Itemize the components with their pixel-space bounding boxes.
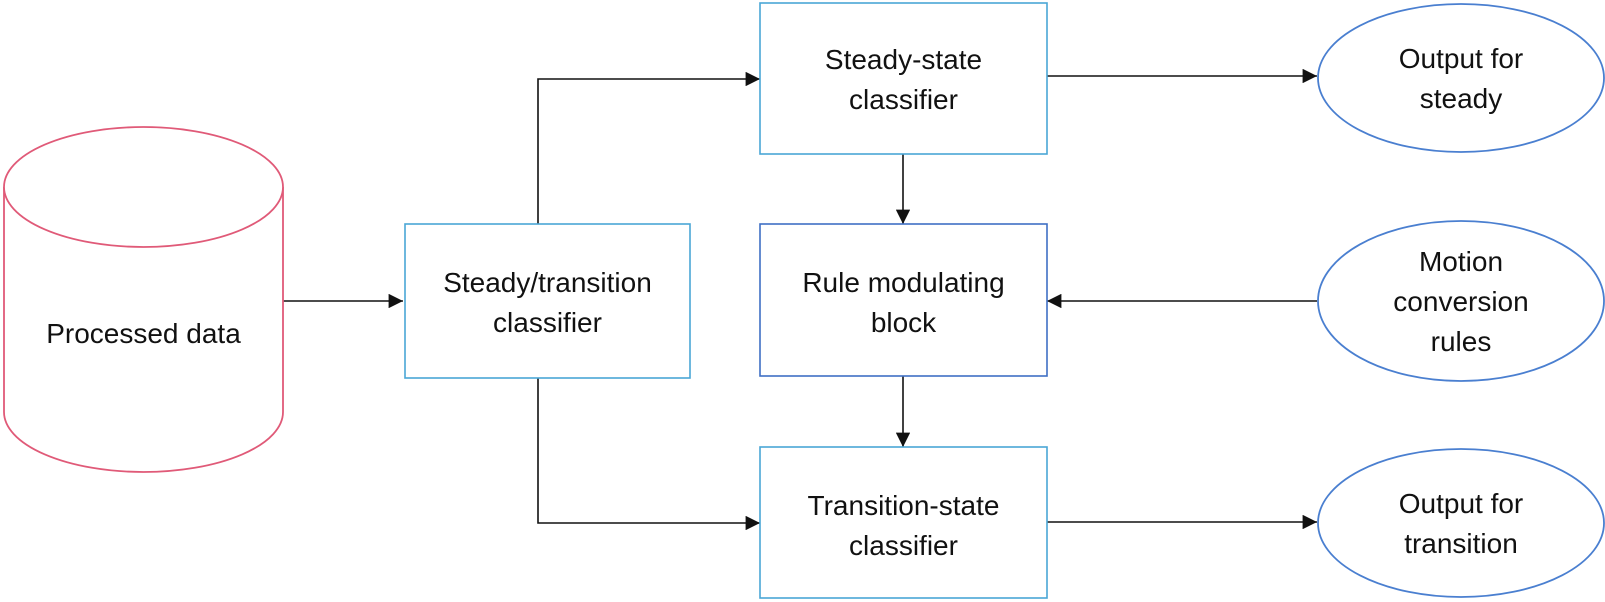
label-line: Rule modulating [802,267,1004,298]
steady-state-box [759,2,1048,155]
steady-state-label: Steady-state classifier [825,44,982,115]
transition-state-box [759,446,1048,599]
edge-steady-transition-to-transition-state [537,378,760,531]
edges [283,68,1317,531]
label-line: Motion [1419,246,1503,277]
output-transition-ellipse [1317,448,1605,598]
rule-modulating-label: Rule modulating block [802,267,1004,338]
motion-rules-label: Motion conversion rules [1393,246,1528,357]
steady-state-classifier: Steady-state classifier [759,2,1048,155]
motion-conversion-rules: Motion conversion rules [1317,220,1605,382]
motion-rules-ellipse [1317,220,1605,382]
label-line: steady [1420,83,1503,114]
transition-state-classifier: Transition-state classifier [759,446,1048,599]
label-line: Output for [1399,488,1524,519]
processed-data-cylinder: Processed data [3,126,284,473]
label-line: classifier [849,530,958,561]
label-line: Processed data [46,318,241,349]
cylinder-body [3,187,284,473]
label-line: block [871,307,937,338]
label-line: transition [1404,528,1518,559]
label-line: classifier [849,84,958,115]
label-line: conversion [1393,286,1528,317]
label-line: Steady-state [825,44,982,75]
output-steady-ellipse [1317,3,1605,153]
label-line: rules [1431,326,1492,357]
output-steady: Output for steady [1317,3,1605,153]
label-line: classifier [493,307,602,338]
output-transition: Output for transition [1317,448,1605,598]
rule-modulating-box [759,223,1048,377]
output-steady-label: Output for steady [1399,43,1524,114]
label-line: Steady/transition [443,267,652,298]
steady-transition-label: Steady/transition classifier [443,267,652,338]
label-line: Output for [1399,43,1524,74]
steady-transition-classifier: Steady/transition classifier [404,223,691,379]
edge-steady-transition-to-steady-state [537,71,760,224]
rule-modulating-block: Rule modulating block [759,223,1048,377]
processed-data-label: Processed data [46,318,241,349]
output-transition-label: Output for transition [1399,488,1524,559]
steady-transition-box [404,223,691,379]
label-line: Transition-state [808,490,1000,521]
cylinder-top [3,126,284,248]
transition-state-label: Transition-state classifier [808,490,1000,561]
